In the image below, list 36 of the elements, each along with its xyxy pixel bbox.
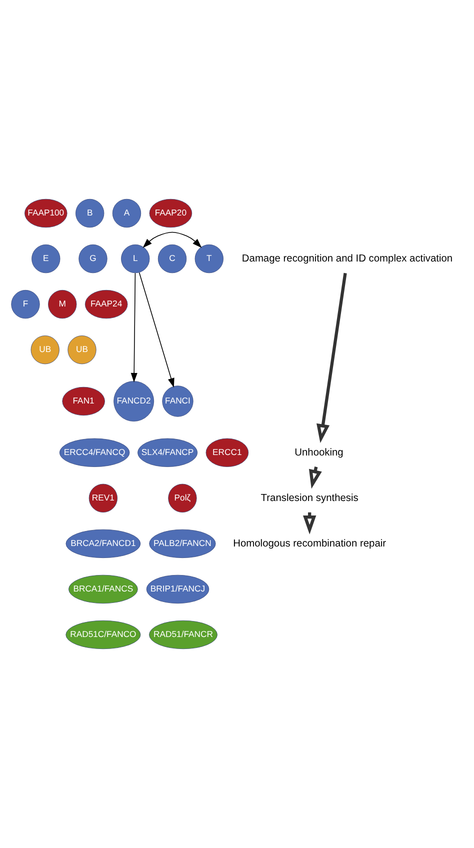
node-circle: T xyxy=(194,244,224,274)
node-ellipse: RAD51/FANCR xyxy=(149,620,218,650)
node-text: Homologous recombination repair xyxy=(233,538,386,550)
node-circle: FANCD2 xyxy=(114,381,154,422)
node-ellipse: ERCC4/FANCQ xyxy=(59,438,130,467)
node-circle: L xyxy=(121,244,150,274)
node-circle: F xyxy=(11,290,40,319)
node-text: Unhooking xyxy=(294,447,344,458)
node-circle: M xyxy=(48,290,77,319)
node-ellipse: BRCA1/FANCS xyxy=(68,574,138,604)
node-circle: UB xyxy=(68,336,96,364)
node-ellipse: SLX4/FANCP xyxy=(138,438,198,467)
arrow xyxy=(130,272,138,382)
node-circle: Polζ xyxy=(168,484,197,512)
node-circle: G xyxy=(78,244,108,274)
node-ellipse: FAAP100 xyxy=(24,198,68,228)
node-ellipse: ERCC1 xyxy=(206,438,249,467)
node-ellipse: RAD51C/FANCO xyxy=(66,620,141,650)
node-ellipse: PALB2/FANCN xyxy=(149,529,216,558)
node-circle: UB xyxy=(30,336,60,364)
node-circle: REV1 xyxy=(88,484,118,512)
node-ellipse: FAN1 xyxy=(62,386,105,416)
node-ellipse: FAAP24 xyxy=(84,290,128,319)
node-ellipse: BRIP1/FANCJ xyxy=(146,574,210,604)
node-circle: FANCI xyxy=(162,386,194,417)
node-circle: C xyxy=(158,244,187,274)
node-ellipse: BRCA2/FANCD1 xyxy=(66,529,141,558)
node-text: Translesion synthesis xyxy=(260,492,358,504)
node-ellipse: FAAP20 xyxy=(149,198,192,228)
node-circle: B xyxy=(76,198,104,228)
arrow xyxy=(138,272,174,388)
arrow xyxy=(142,232,202,248)
node-circle: A xyxy=(112,198,142,228)
node-circle: E xyxy=(32,244,60,274)
arrow xyxy=(316,272,347,444)
node-text: Damage recognition and ID complex activation xyxy=(242,253,453,264)
